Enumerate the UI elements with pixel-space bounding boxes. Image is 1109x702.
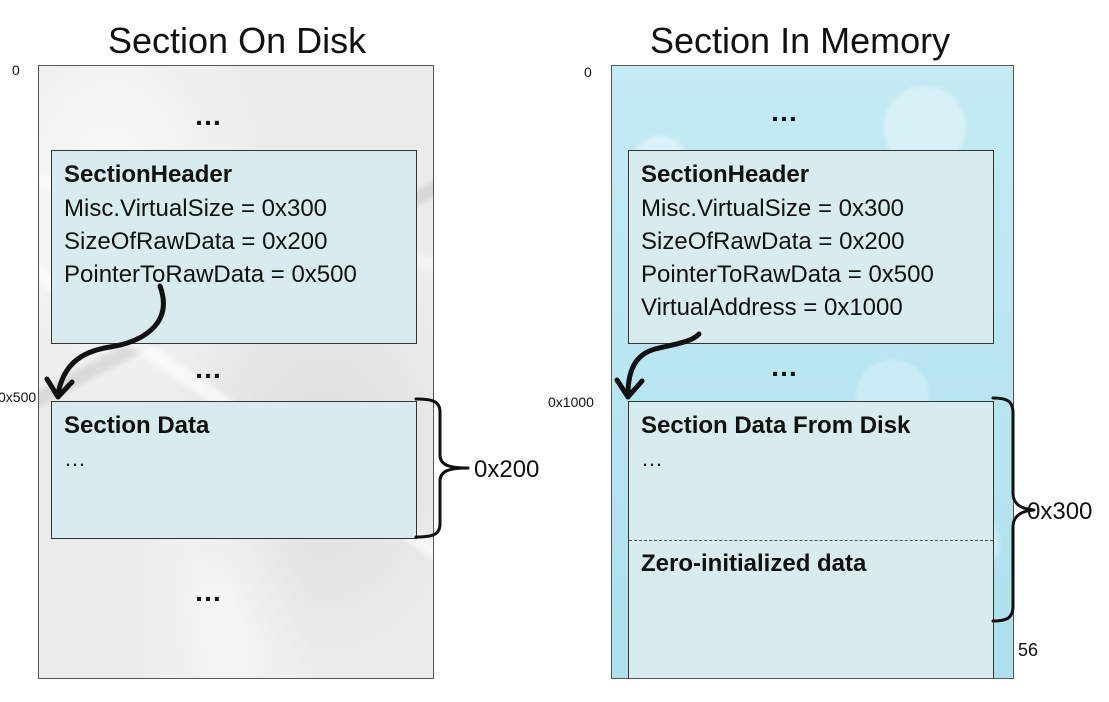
right-header-line-1: Misc.VirtualSize = 0x300	[641, 195, 905, 222]
left-top-ellipsis: …	[194, 100, 222, 131]
left-section-data-placeholder: …	[64, 446, 86, 471]
left-bottom-ellipsis: …	[194, 576, 222, 607]
right-middle-ellipsis: …	[770, 351, 798, 382]
left-header-line-1: Misc.VirtualSize = 0x300	[64, 195, 328, 222]
left-title: Section On Disk	[108, 20, 367, 61]
memory-panel: … … … SectionHeader Misc.VirtualSize = 0…	[611, 65, 1014, 679]
zero-initialized-data-label: Zero-initialized data	[641, 550, 867, 577]
zero-init-separator	[629, 540, 993, 541]
page-number: 56	[1018, 640, 1039, 660]
left-header-line-2: SizeOfRawData = 0x200	[64, 228, 328, 255]
right-section-data-title: Section Data From Disk	[641, 412, 911, 439]
left-section-offset: 0x500	[0, 389, 37, 405]
right-section-data-placeholder: …	[641, 446, 663, 471]
right-brace-label: 0x300	[1027, 498, 1093, 525]
left-section-header-title: SectionHeader	[64, 161, 233, 188]
right-start-offset: 0	[584, 64, 592, 80]
left-middle-ellipsis: …	[194, 353, 222, 384]
left-header-line-3: PointerToRawData = 0x500	[64, 261, 357, 288]
right-title: Section In Memory	[650, 20, 951, 61]
left-start-offset: 0	[12, 62, 20, 78]
left-section-data-box: Section Data …	[51, 401, 417, 539]
right-section-header-title: SectionHeader	[641, 161, 810, 188]
left-brace-label: 0x200	[474, 456, 540, 483]
right-section-header-box: SectionHeader Misc.VirtualSize = 0x300 S…	[628, 150, 994, 344]
disk-panel: … … … SectionHeader Misc.VirtualSize = 0…	[38, 65, 434, 679]
right-header-line-4: VirtualAddress = 0x1000	[641, 294, 903, 321]
right-section-offset: 0x1000	[548, 394, 594, 410]
left-section-data-title: Section Data	[64, 412, 210, 439]
left-section-header-box: SectionHeader Misc.VirtualSize = 0x300 S…	[51, 150, 417, 344]
right-section-data-box: Section Data From Disk … Zero-initialize…	[628, 401, 994, 678]
right-top-ellipsis: …	[770, 96, 798, 127]
right-header-line-3: PointerToRawData = 0x500	[641, 261, 934, 288]
right-header-line-2: SizeOfRawData = 0x200	[641, 228, 905, 255]
